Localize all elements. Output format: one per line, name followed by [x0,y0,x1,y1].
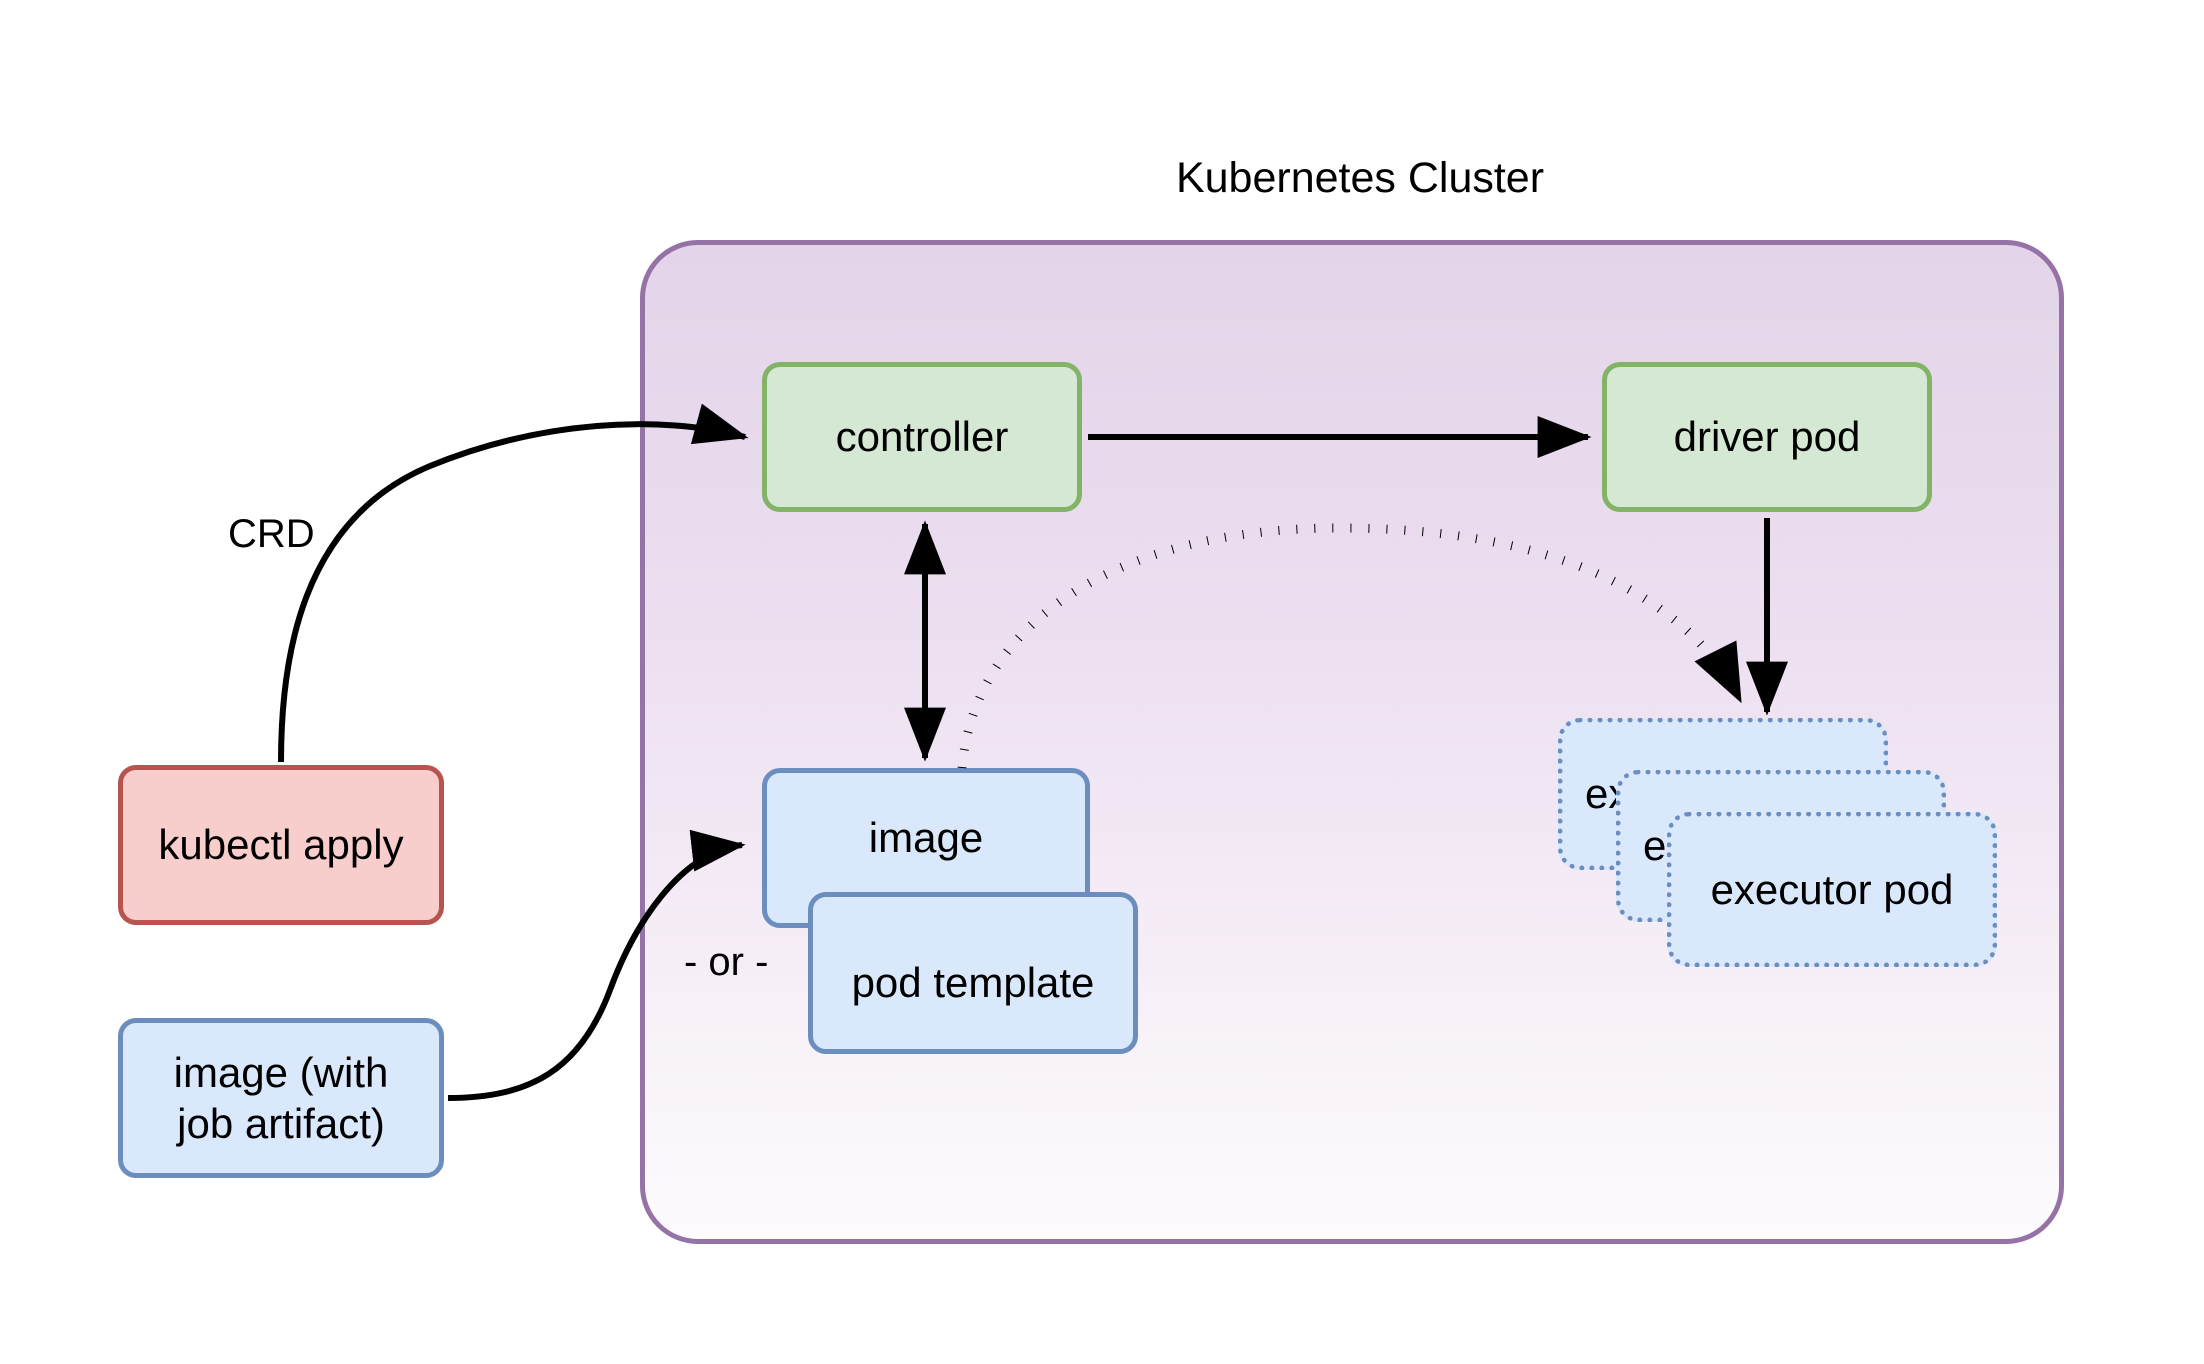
node-controller-label: controller [835,413,1009,461]
node-executor-pod-1-label: executor pod [1710,865,1954,913]
node-image-label: image [868,814,984,862]
node-job-image-line1: image (with [173,1048,389,1096]
node-pod-template-label: pod template [851,959,1095,1007]
edge-label-crd: CRD [228,512,315,556]
node-driver-pod[interactable]: driver pod [1602,362,1932,512]
edge-label-or: - or - [684,940,769,984]
cluster-title: Kubernetes Cluster [1175,153,1545,202]
node-kubectl-apply-label: kubectl apply [158,821,404,869]
node-pod-template[interactable]: pod template [808,892,1138,1054]
node-controller[interactable]: controller [762,362,1082,512]
node-driver-pod-label: driver pod [1673,413,1861,461]
node-job-image-label: image (with job artifact) [174,1047,389,1149]
node-executor-pod-1[interactable]: executor pod [1667,812,1997,967]
node-kubectl-apply[interactable]: kubectl apply [118,765,444,925]
node-job-image-line2: job artifact) [177,1100,385,1147]
node-job-image[interactable]: image (with job artifact) [118,1018,444,1178]
